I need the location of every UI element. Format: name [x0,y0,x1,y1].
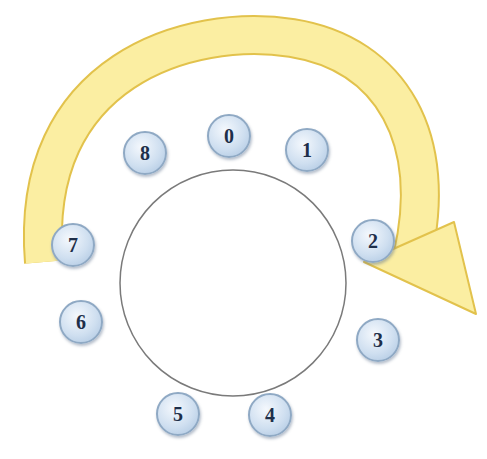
number-label: 2 [368,231,378,251]
number-circle: 3 [356,318,400,362]
number-label: 3 [373,330,383,350]
arrow-outline [43,35,420,262]
number-circle: 6 [59,300,103,344]
arrow-band [43,35,420,262]
number-label: 1 [302,140,312,160]
number-circle: 0 [207,114,251,158]
number-circle: 8 [123,131,167,175]
number-circle: 4 [248,393,292,437]
number-label: 5 [173,404,183,424]
number-circle: 7 [51,223,95,267]
number-label: 4 [265,405,275,425]
number-circle: 1 [285,128,329,172]
number-label: 8 [140,143,150,163]
number-label: 7 [68,235,78,255]
number-label: 6 [76,312,86,332]
number-label: 0 [224,126,234,146]
center-circle [120,170,346,396]
number-circle: 5 [156,392,200,436]
number-circle: 2 [351,219,395,263]
